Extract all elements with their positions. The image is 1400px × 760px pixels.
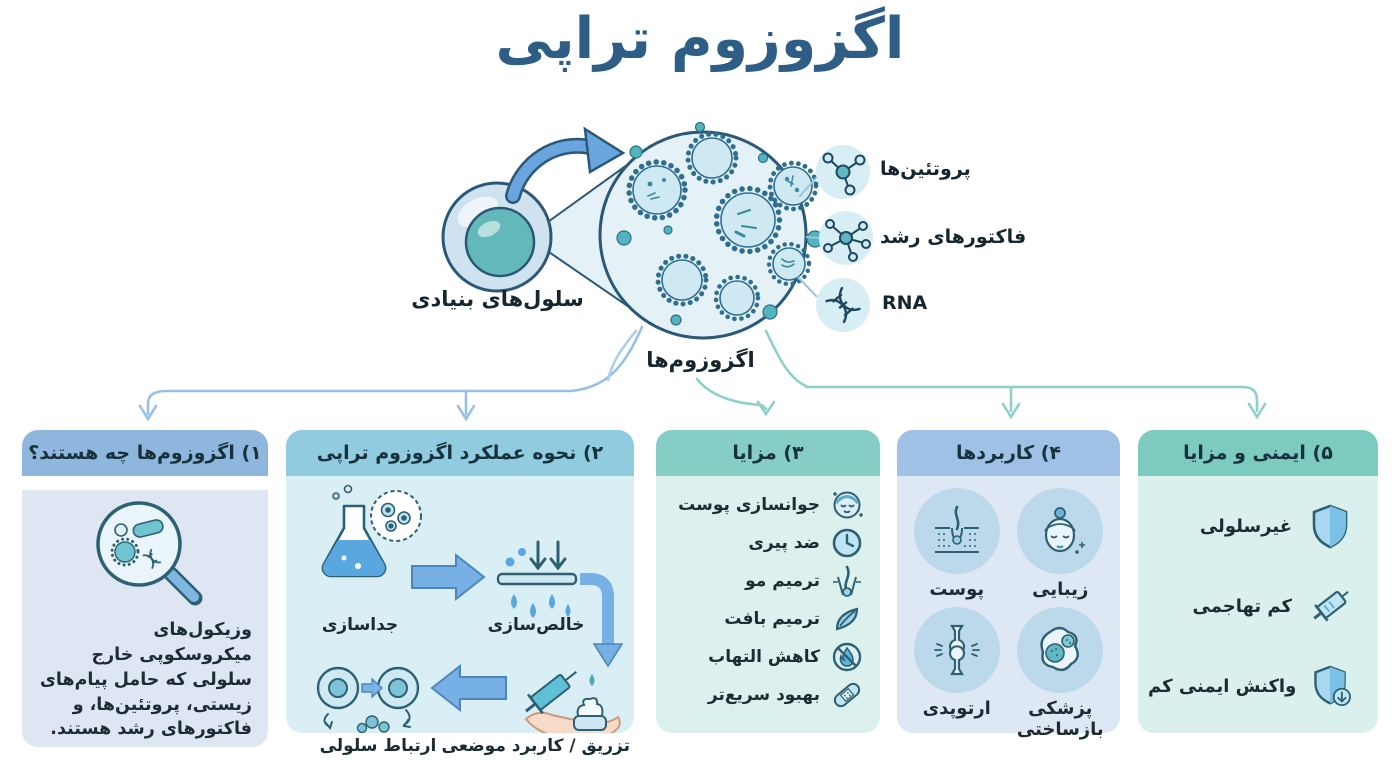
card5-body: غیرسلولی کم تهاجمی	[1138, 476, 1378, 733]
application-label: پوست	[929, 579, 985, 600]
benefit-label: ضد پیری	[748, 532, 820, 553]
curved-arrow-icon	[505, 126, 626, 204]
connector-blue	[138, 325, 644, 422]
cell-communication-icon	[316, 666, 420, 733]
protein-molecule-icon	[816, 145, 870, 199]
connector-teal	[695, 329, 1267, 420]
card-what-are-exosomes: ۱) اگزوزوم‌ها چه هستند؟ وزیکول‌های میکرو…	[22, 430, 268, 747]
card1-title: ۱) اگزوزوم‌ها چه هستند؟	[22, 430, 268, 476]
safety-row: کم تهاجمی	[1148, 582, 1354, 630]
shield-icon	[1312, 504, 1348, 549]
card2-body: جداسازی خالص‌سازی تزریق / کاربرد موضعی ا…	[286, 476, 634, 756]
application-cell: پزشکی بازساختی	[1009, 606, 1113, 741]
application-label: پزشکی بازساختی	[1016, 697, 1104, 741]
syringe-icon	[525, 671, 577, 715]
exosome-vesicles-icon	[626, 131, 819, 322]
process-flow-diagram	[316, 484, 624, 733]
regenerative-cell-icon	[1040, 626, 1080, 671]
benefit-label: کاهش التهاب	[708, 646, 820, 667]
step-label-purification: خالص‌سازی	[487, 615, 585, 635]
tissue-leaf-icon	[835, 607, 859, 630]
card1-body: وزیکول‌های میکروسکوپی خارج سلولی که حامل…	[22, 490, 268, 747]
card4-title: ۴) کاربردها	[897, 430, 1120, 476]
clock-icon	[832, 528, 862, 557]
card5-title: ۵) ایمنی و مزایا	[1138, 430, 1378, 476]
benefit-row: جوانسازی پوست	[666, 488, 864, 521]
syringe-icon	[1313, 590, 1349, 622]
rna-label: RNA	[882, 292, 928, 314]
step-arrow-left-icon	[430, 663, 507, 713]
application-cell: زیبایی	[1009, 488, 1113, 601]
benefit-label: جوانسازی پوست	[678, 494, 820, 515]
proteins-label: پروتئین‌ها	[880, 158, 971, 180]
benefit-label: بهبود سریع‌تر	[707, 684, 820, 705]
safety-label: واکنش ایمنی کم	[1148, 675, 1297, 697]
card3-title: ۳) مزایا	[656, 430, 880, 476]
growth-factor-molecule-icon	[819, 211, 873, 265]
application-label: ارتوپدی	[922, 697, 991, 719]
magnifier-vesicles-icon	[96, 501, 203, 606]
page-title: اگزوزوم تراپی	[495, 6, 905, 72]
application-circle	[913, 488, 1000, 574]
exosome-diagram	[138, 121, 1267, 422]
benefit-label: ترمیم بافت	[724, 608, 820, 629]
flow-pipe-down-icon	[580, 573, 624, 668]
benefit-row: ترمیم بافت	[666, 602, 864, 635]
step-arrow-right-icon	[411, 552, 486, 602]
callout-lines	[797, 176, 820, 298]
vesicle-contents-icon	[647, 175, 800, 268]
benefit-row: بهبود سریع‌تر	[666, 678, 864, 711]
safety-label: غیرسلولی	[1199, 515, 1292, 537]
beauty-face-icon	[1044, 507, 1086, 554]
hair-follicle-icon	[833, 565, 861, 597]
skin-layers-icon	[934, 505, 979, 553]
step-label-injection: تزریق / کاربرد موضعی	[441, 736, 630, 756]
safety-row: غیرسلولی	[1148, 502, 1354, 550]
bandage-icon	[833, 682, 861, 707]
application-circle	[1017, 488, 1104, 574]
step-label-isolation: جداسازی	[321, 615, 399, 635]
step-label-cell-communication: ارتباط سلولی	[319, 736, 437, 756]
benefit-row: کاهش التهاب	[666, 640, 864, 673]
exosome-circle-icon	[598, 121, 824, 340]
card4-body: پوست زیبایی	[897, 476, 1120, 740]
floating-dots-icon	[616, 121, 824, 326]
application-circle	[1017, 606, 1104, 693]
stem-cells-label: سلول‌های بنیادی	[411, 287, 584, 311]
application-circle	[913, 606, 1000, 693]
card-benefits: ۳) مزایا جوانسازی پوست	[656, 430, 880, 733]
safety-row: واکنش ایمنی کم	[1148, 662, 1354, 710]
rna-helix-icon	[816, 278, 870, 332]
card-how-it-works: ۲) نحوه عملکرد اگزوزوم تراپی	[286, 430, 634, 756]
no-flame-icon	[832, 642, 862, 671]
filter-droplets-icon	[496, 540, 578, 618]
syringe-cream-hand-icon	[524, 671, 621, 733]
card-safety: ۵) ایمنی و مزایا غیرسلولی	[1138, 430, 1378, 733]
benefit-label: ترمیم مو	[745, 570, 820, 591]
card-applications: ۴) کاربردها	[897, 430, 1120, 740]
knee-joint-icon	[933, 624, 980, 675]
benefit-row: ترمیم مو	[666, 564, 864, 597]
safety-label: کم تهاجمی	[1192, 595, 1292, 617]
application-label: زیبایی	[1032, 579, 1089, 600]
application-cell: پوست	[905, 488, 1009, 601]
card1-description: وزیکول‌های میکروسکوپی خارج سلولی که حامل…	[39, 620, 252, 740]
stem-cell-icon	[441, 181, 553, 293]
benefit-row: ضد پیری	[666, 526, 864, 559]
card2-title: ۲) نحوه عملکرد اگزوزوم تراپی	[286, 430, 634, 476]
growth-factors-label: فاکتورهای رشد	[880, 226, 1027, 248]
card3-body: جوانسازی پوست ضد پیری	[656, 476, 880, 733]
face-sparkle-icon	[833, 491, 863, 518]
exosomes-label: اگزوزوم‌ها	[646, 348, 755, 372]
shield-arrow-down-icon	[1314, 665, 1352, 707]
flask-icon	[321, 484, 422, 578]
application-cell: ارتوپدی	[905, 606, 1009, 741]
